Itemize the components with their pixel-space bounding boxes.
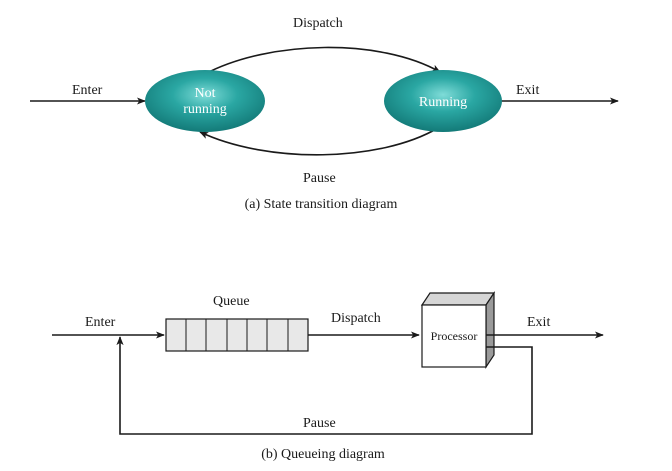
queue-pause-label: Pause [303,416,336,431]
queue-exit-label: Exit [527,315,550,330]
queue-label: Queue [213,294,250,309]
queue-pause-loop [116,336,533,435]
dispatch-label: Dispatch [293,16,343,31]
not-running-node: Not running [145,70,265,132]
not-running-label-line2: running [183,102,227,117]
processor-label: Processor [431,329,478,343]
pause-label: Pause [303,171,336,186]
running-node: Running [384,70,502,132]
state-diagram-caption: (a) State transition diagram [245,197,398,212]
exit-label: Exit [516,83,539,98]
enter-label: Enter [72,83,103,98]
running-label: Running [419,95,467,110]
queueing-diagram-caption: (b) Queueing diagram [261,447,385,462]
processor-box: Processor [420,291,496,369]
not-running-label-line1: Not [195,86,216,101]
state-transition-diagram: Enter Dispatch Pause Exit Not running Ru… [30,16,619,212]
queue [165,318,309,352]
queueing-diagram: Enter Queue Dispatch Processor Exit Paus… [52,291,604,462]
queue-enter-label: Enter [85,315,116,330]
dispatch-arrow [204,46,441,75]
pause-arrow [199,127,439,156]
queue-dispatch-label: Dispatch [331,311,381,326]
